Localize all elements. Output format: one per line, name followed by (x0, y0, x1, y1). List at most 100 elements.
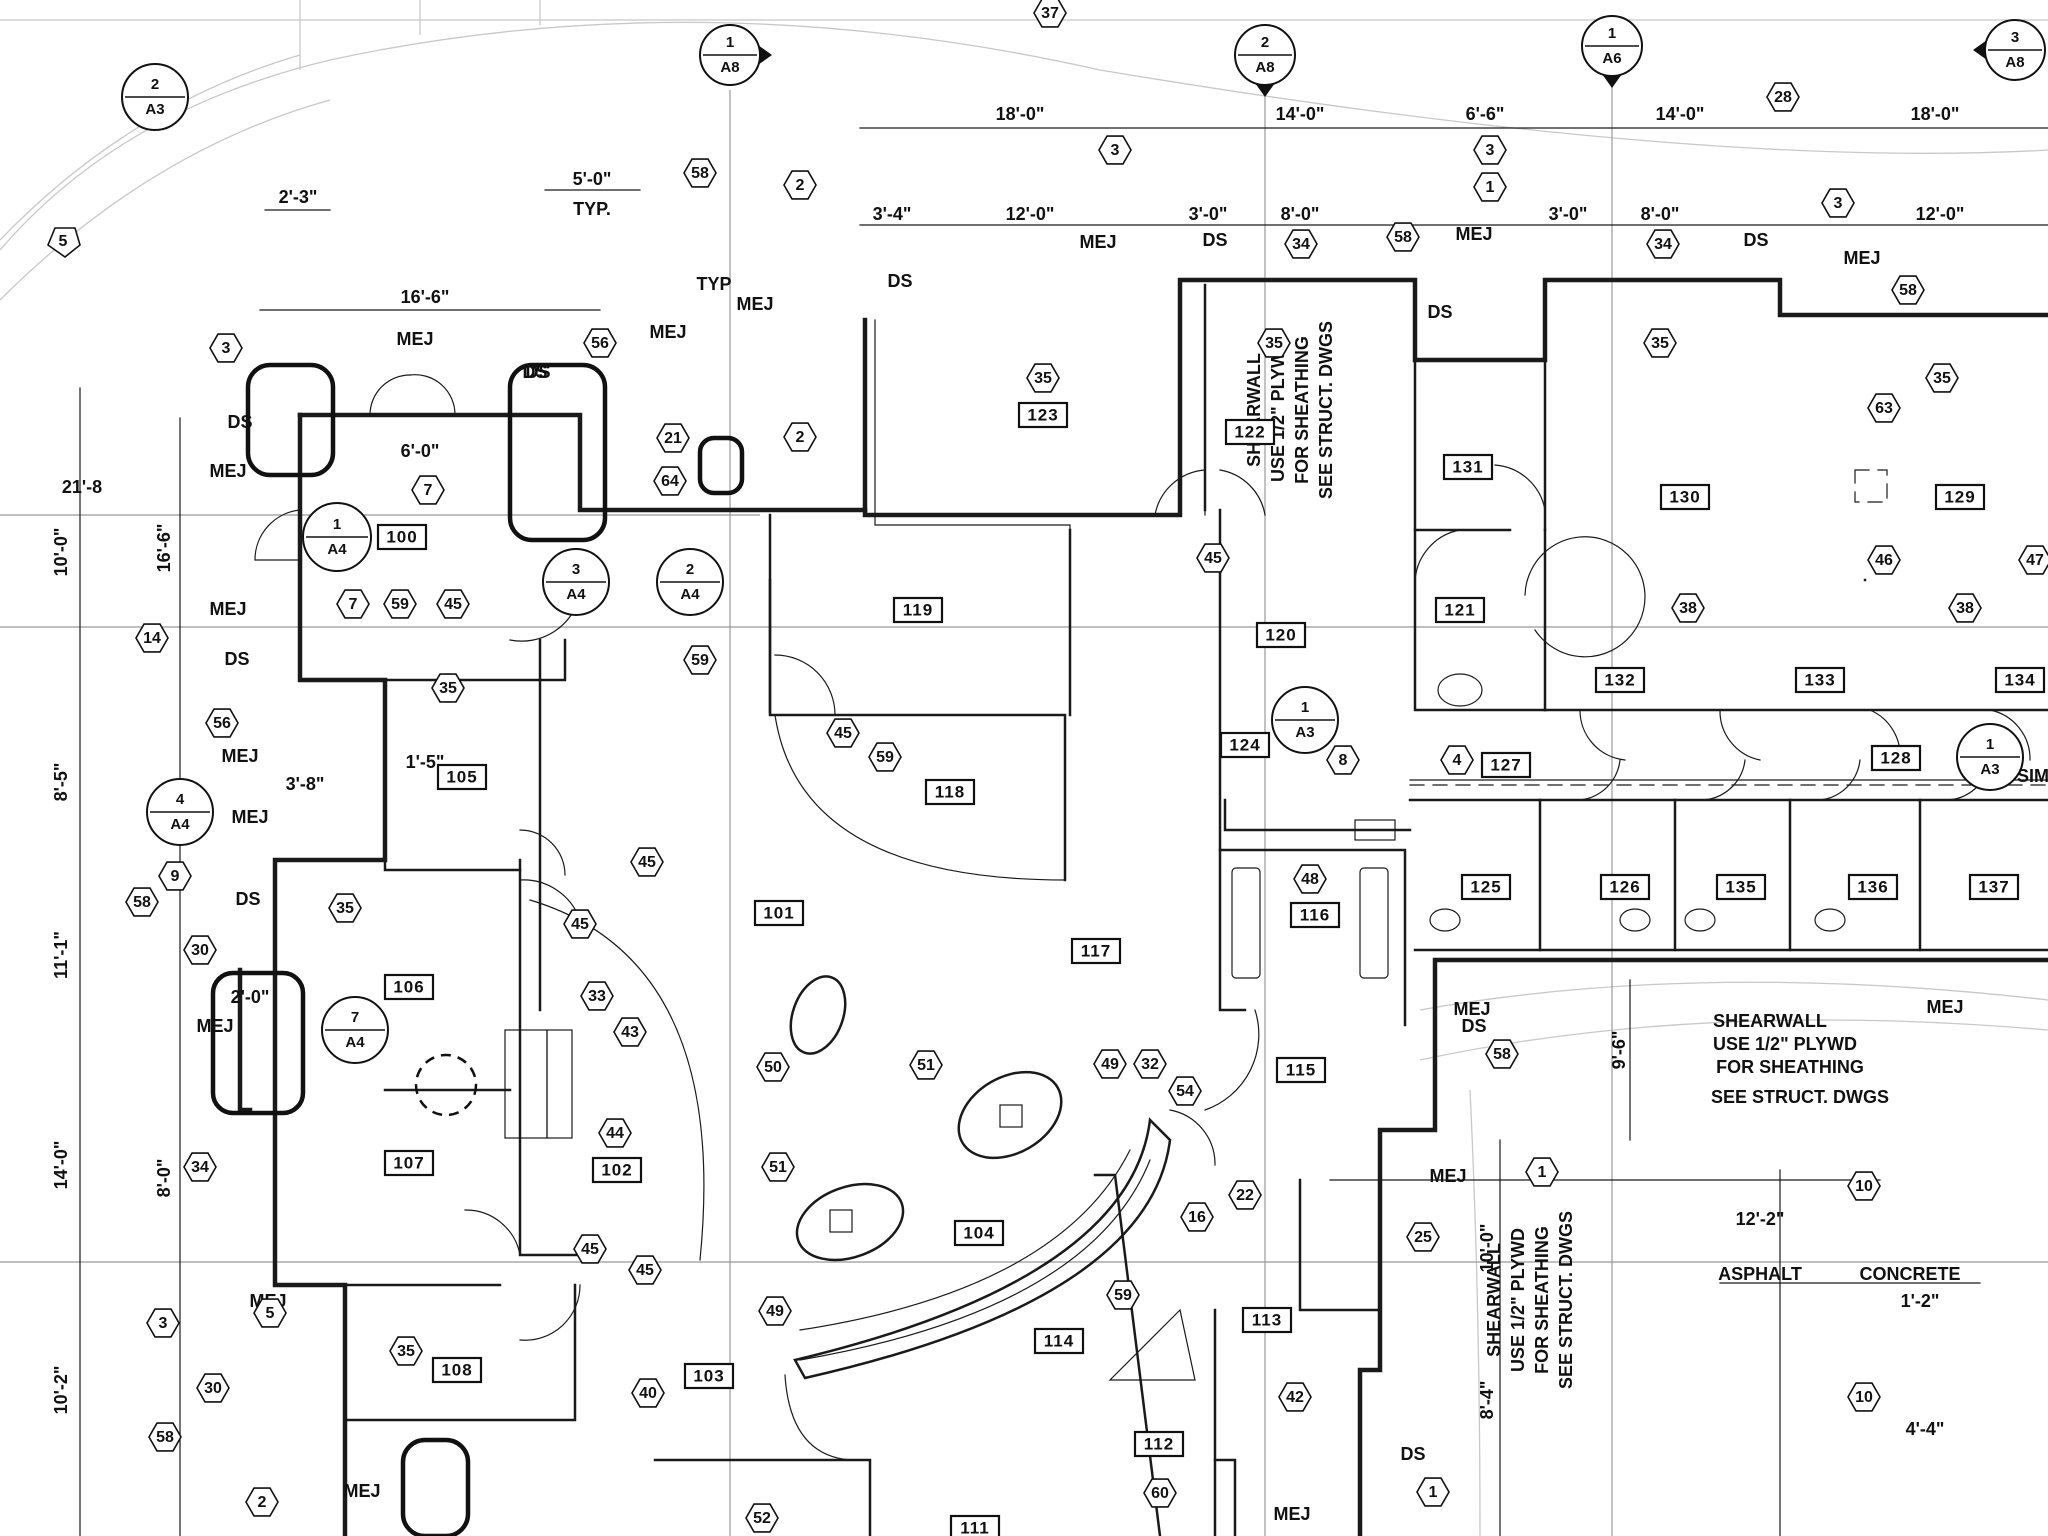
keynote-h58c: 58 (1891, 275, 1925, 305)
keynote-h35d: 35 (1925, 363, 1959, 393)
keynote-number: 2 (258, 1494, 267, 1511)
room-number: 115 (1286, 1060, 1316, 1079)
keynote-h38a: 38 (1671, 593, 1705, 623)
room-number: 105 (446, 767, 477, 786)
room-tag-103: 103 (683, 1362, 735, 1390)
keynote-h30a: 30 (183, 935, 217, 965)
keynote-number: 32 (1141, 1056, 1159, 1073)
keynote-hexagon (1026, 363, 1060, 393)
keynote-hexagon (868, 742, 902, 772)
dimension-d18: 1'-5" (406, 752, 445, 772)
room-tag-113: 113 (1241, 1306, 1293, 1334)
keynote-hexagon (758, 1296, 792, 1326)
keynote-number: 3 (222, 340, 231, 357)
keynote-number: 44 (606, 1125, 624, 1142)
column-mark: 5 (47, 227, 81, 259)
keynote-h35c: 35 (1643, 328, 1677, 358)
room-tag-117: 117 (1070, 937, 1122, 965)
room-tag-105: 105 (436, 763, 488, 791)
keynote-h45b: 45 (826, 718, 860, 748)
room-tag-130: 130 (1659, 483, 1711, 511)
shearwall-line: SHEARWALL (1244, 353, 1264, 467)
room-tag-116: 116 (1289, 901, 1341, 929)
furniture (414, 469, 1888, 1262)
room-tag-125: 125 (1460, 873, 1512, 901)
dimension-chains (79, 127, 2048, 1536)
room-number: 122 (1234, 422, 1265, 441)
room-tag-box (1715, 873, 1767, 901)
keynote-h7a: 7 (411, 475, 445, 505)
label-ds10: DS (1400, 1444, 1425, 1464)
room-tag-135: 135 (1715, 873, 1767, 901)
keynote-hexagon (196, 1373, 230, 1403)
keynote-hexagon (1326, 745, 1360, 775)
section-bubble-b1a3b: 1A3 (1271, 686, 1339, 754)
room-tag-box (683, 1362, 735, 1390)
keynote-number: 34 (1292, 236, 1310, 253)
keynote-h35b: 35 (1257, 328, 1291, 358)
room-number: 112 (1144, 1434, 1174, 1453)
shearwall-line: SEE STRUCT. DWGS (1556, 1211, 1576, 1389)
keynote-hexagon (683, 645, 717, 675)
room-tag-120: 120 (1255, 621, 1307, 649)
keynote-number: 59 (876, 749, 894, 766)
keynote-hexagon (628, 1255, 662, 1285)
dimension-d12: 12'-0" (1916, 204, 1965, 224)
interior-partitions (298, 278, 2048, 1536)
keynote-h51a: 51 (909, 1050, 943, 1080)
keynote-h52: 52 (745, 1503, 779, 1533)
room-tag-box (1994, 666, 2046, 694)
keynote-h35f: 35 (328, 893, 362, 923)
keynote-h30b: 30 (196, 1373, 230, 1403)
label-mej6: MEJ (1843, 248, 1880, 268)
bubble-number: 1 (1608, 25, 1616, 42)
keynote-number: 58 (1493, 1046, 1511, 1063)
keynote-hexagon (909, 1050, 943, 1080)
keynote-number: 25 (1414, 1229, 1432, 1246)
dimension-d14: TYP. (573, 199, 611, 219)
keynote-number: 35 (1933, 370, 1951, 387)
keynote-h45d: 45 (630, 847, 664, 877)
keynote-number: 45 (1204, 550, 1222, 567)
keynote-h49a: 49 (1093, 1049, 1127, 1079)
dimension-d16: 16'-6" (401, 287, 450, 307)
keynote-h34c: 34 (183, 1152, 217, 1182)
bubble-sheet: A8 (2005, 54, 2024, 71)
room-tag-box (1594, 666, 1646, 694)
shearwall-line: FOR SHEATHING (1532, 1226, 1552, 1374)
keynote-h59a: 59 (383, 589, 417, 619)
room-tag-box (436, 763, 488, 791)
keynote-number: 58 (691, 165, 709, 182)
room-tag-133: 133 (1794, 666, 1846, 694)
keynote-number: 45 (636, 1262, 654, 1279)
keynote-h3a: 3 (1098, 135, 1132, 165)
keynote-hexagon (1093, 1049, 1127, 1079)
keynote-number: 58 (156, 1429, 174, 1446)
label-asphalt: ASPHALT (1718, 1264, 1802, 1284)
keynote-h51b: 51 (761, 1152, 795, 1182)
keynote-hexagon (583, 328, 617, 358)
room-tag-box (1659, 483, 1711, 511)
keynote-hexagon (1821, 188, 1855, 218)
room-tag-box (1070, 937, 1122, 965)
label-ds3: DS (227, 412, 252, 432)
room-number: 119 (903, 600, 933, 619)
dimension-d6: 3'-4" (873, 204, 912, 224)
keynote-hexagon (1867, 545, 1901, 575)
keynote-h25: 25 (1406, 1222, 1440, 1252)
room-tag-box (1224, 418, 1276, 446)
keynote-hexagon (631, 1378, 665, 1408)
keynote-hexagon (1228, 1180, 1262, 1210)
bubble-sheet: A8 (720, 59, 739, 76)
keynote-hexagon (328, 893, 362, 923)
room-number: 125 (1470, 877, 1501, 896)
room-tag-137: 137 (1968, 873, 2020, 901)
keynote-h1a: 1 (1473, 172, 1507, 202)
label-sw1a: SHEARWALL (1713, 1011, 1827, 1031)
keynote-hexagon (1278, 1382, 1312, 1412)
room-number: 134 (2004, 670, 2035, 689)
room-tag-121: 121 (1434, 596, 1486, 624)
room-tag-box (431, 1356, 483, 1384)
keynote-number: 2 (796, 429, 805, 446)
